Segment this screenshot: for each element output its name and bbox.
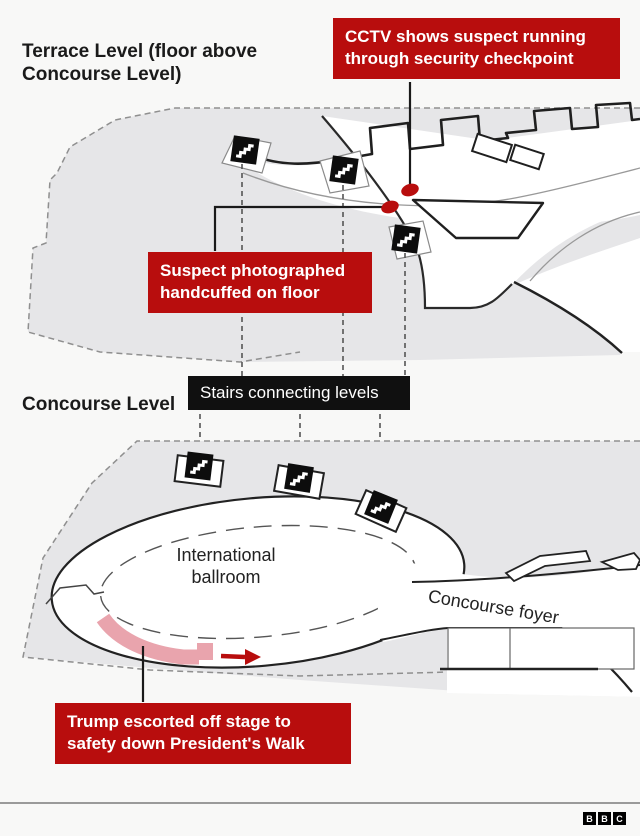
suspect-callout: Suspect photographed handcuffed on floor: [148, 252, 372, 313]
bbc-logo: B B C: [583, 812, 626, 825]
stairs-icon: [228, 133, 262, 167]
stairs-callout-label: Stairs connecting levels: [200, 383, 379, 402]
terrace-title-line: Terrace Level (floor above: [22, 41, 258, 62]
cctv-callout-line: CCTV shows suspect running: [345, 27, 586, 46]
terrace-title-line: Concourse Level): [22, 64, 182, 86]
ballroom-label: International ballroom: [176, 545, 276, 587]
cctv-callout-line: through security checkpoint: [345, 49, 574, 69]
bbc-logo-letter: B: [583, 812, 596, 825]
ballroom-outline: [50, 495, 466, 669]
terrace-level-title: Terrace Level (floor above Concourse Lev…: [22, 40, 302, 86]
terrace-void-outline: [411, 198, 545, 240]
stairs-icon: [183, 450, 215, 482]
suspect-location-dot: [381, 200, 399, 214]
trump-callout-line: Trump escorted off stage to: [67, 712, 291, 731]
stairs-callout: Stairs connecting levels: [188, 376, 410, 411]
bbc-logo-letter: B: [598, 812, 611, 825]
trump-callout: Trump escorted off stage to safety down …: [55, 703, 351, 764]
bbc-logo-letter: C: [613, 812, 626, 825]
escape-direction-arrow: [220, 649, 261, 665]
cctv-callout: CCTV shows suspect running through secur…: [333, 18, 620, 79]
checkpoint-location-dot: [401, 183, 419, 197]
footer-divider: [0, 802, 640, 804]
suspect-connector-line: [213, 205, 389, 251]
stage-notch: [45, 584, 105, 605]
concourse-map: [22, 440, 640, 702]
suspect-callout-line: Suspect photographed: [160, 261, 346, 280]
stairs-icon: [389, 222, 423, 256]
stairs-icon: [327, 153, 361, 187]
trump-callout-line: safety down President's Walk: [67, 734, 305, 754]
stairs-icon: [282, 461, 316, 495]
concourse-level-title: Concourse Level: [22, 394, 176, 415]
suspect-callout-line: handcuffed on floor: [160, 283, 320, 303]
presidents-walk-path: [96, 613, 213, 665]
